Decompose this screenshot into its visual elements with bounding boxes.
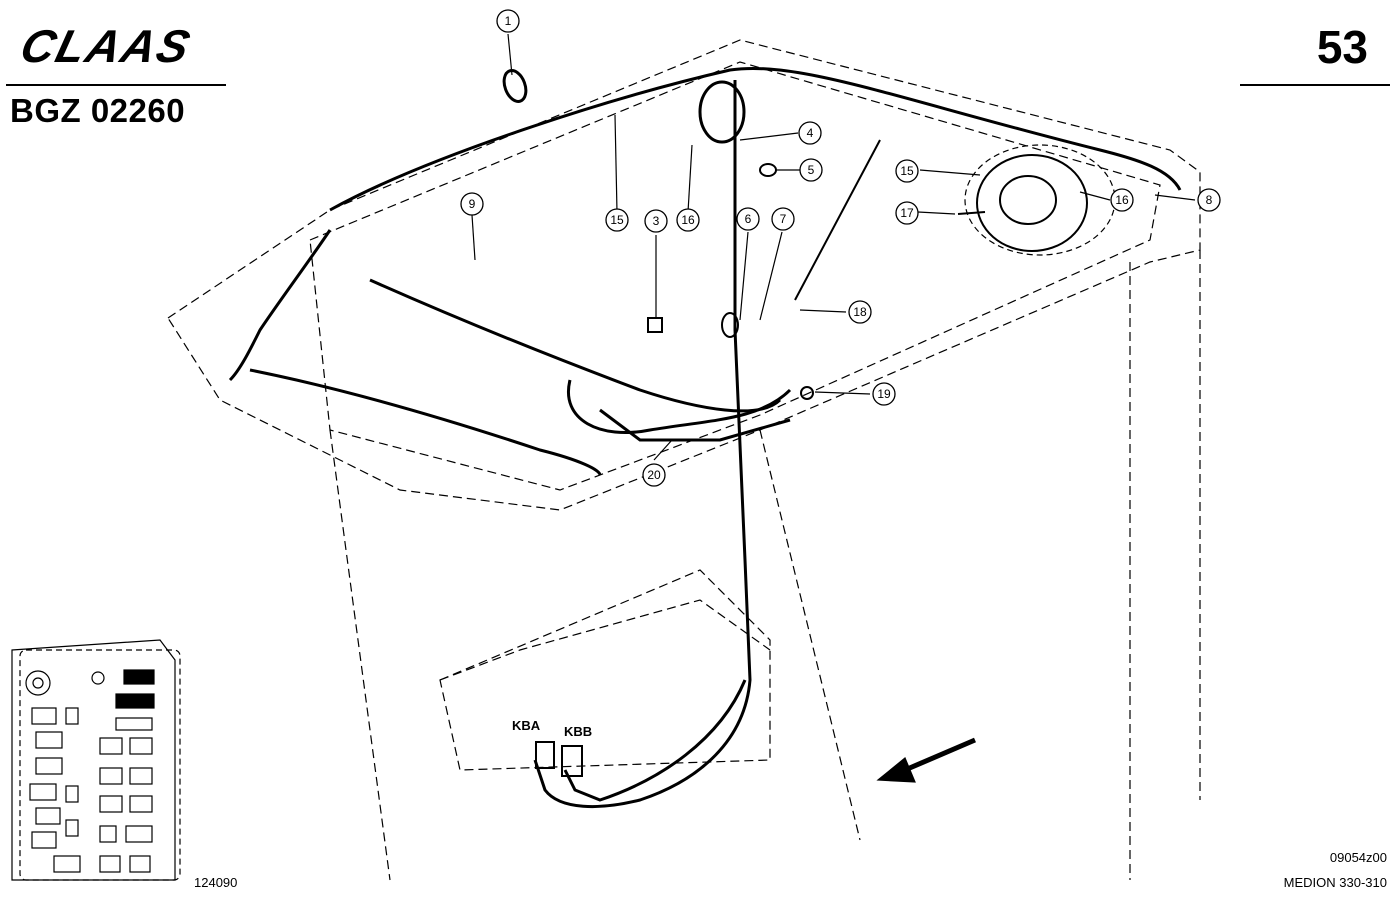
speaker-cone <box>999 175 1057 225</box>
callout-circle <box>848 300 872 324</box>
document-code: BGZ 02260 <box>10 92 186 129</box>
harness-down <box>533 80 752 808</box>
clip-5 <box>759 163 777 177</box>
connector-kba <box>535 741 555 769</box>
header-rule-right <box>1240 84 1390 86</box>
callout-circle <box>736 207 760 231</box>
callout-label: 15 <box>610 213 624 227</box>
callout-circle <box>460 192 484 216</box>
grommet-1 <box>502 69 528 103</box>
connector-kbb <box>561 745 583 777</box>
cab-pillar-left <box>329 429 391 881</box>
grommet-16 <box>698 80 746 144</box>
connector-label-kba: KBA <box>512 718 541 733</box>
harness-down-2 <box>563 679 747 802</box>
cab-pillar-mid <box>759 429 861 841</box>
brand-logo: CLAAS <box>16 22 197 68</box>
callout-circle <box>798 121 822 145</box>
callout-circle <box>1197 188 1221 212</box>
callout-group: 1 3 4 5 6 7 8 9 15 16 16 15 17 18 19 20 <box>460 9 1221 487</box>
harness-main <box>329 66 1182 212</box>
callout-label: 8 <box>1206 193 1213 207</box>
callout-circle <box>605 208 629 232</box>
callout-label: 9 <box>469 197 476 211</box>
callout-circle <box>676 208 700 232</box>
direction-arrow-head <box>876 757 916 783</box>
callout-label: 15 <box>900 164 914 178</box>
direction-arrow <box>904 737 976 773</box>
callout-label: 17 <box>900 206 914 220</box>
callout-circle <box>1110 188 1134 212</box>
roof-outline <box>167 39 1201 511</box>
callout-label: 16 <box>681 213 695 227</box>
nut-19 <box>800 386 814 400</box>
callout-circle <box>872 382 896 406</box>
harness-loop <box>567 379 792 435</box>
page-number: 53 <box>1316 21 1368 73</box>
speaker-ring <box>976 154 1088 252</box>
harness-rear <box>249 368 602 476</box>
svg-text:CLAAS: CLAAS <box>16 22 197 68</box>
callout-circle <box>642 463 666 487</box>
connector-label-kbb: KBB <box>564 724 593 739</box>
callout-label: 16 <box>1115 193 1129 207</box>
harness-inner <box>369 278 782 413</box>
callout-circle <box>895 159 919 183</box>
console-outline <box>439 569 771 771</box>
screw-17 <box>957 211 986 215</box>
image-code: 09054z00 <box>1329 850 1387 865</box>
header-rule-left <box>6 84 226 86</box>
callout-label: 19 <box>877 387 891 401</box>
console-top <box>439 599 771 681</box>
callout-label: 18 <box>853 305 867 319</box>
callout-label: 3 <box>653 214 660 228</box>
model-name: MEDION 330-310 <box>1283 875 1387 890</box>
callout-label: 7 <box>780 212 787 226</box>
antenna <box>794 139 881 301</box>
callout-label: 20 <box>647 468 661 482</box>
callout-circle <box>644 209 668 233</box>
callout-circle <box>496 9 520 33</box>
module-3 <box>647 317 663 333</box>
legend-keypad <box>11 639 176 881</box>
harness-arc <box>228 229 332 382</box>
grommet-6 <box>721 312 739 338</box>
callout-label: 5 <box>808 163 815 177</box>
reference-number: 124090 <box>194 875 238 890</box>
speaker-housing <box>964 144 1116 256</box>
harness-front-loop <box>599 408 791 442</box>
callout-circle <box>895 201 919 225</box>
callout-circle <box>799 158 823 182</box>
callout-label: 4 <box>807 126 814 140</box>
callout-circle <box>771 207 795 231</box>
callout-label: 1 <box>505 14 512 28</box>
callout-label: 6 <box>745 212 752 226</box>
roof-inner-outline <box>309 61 1161 491</box>
